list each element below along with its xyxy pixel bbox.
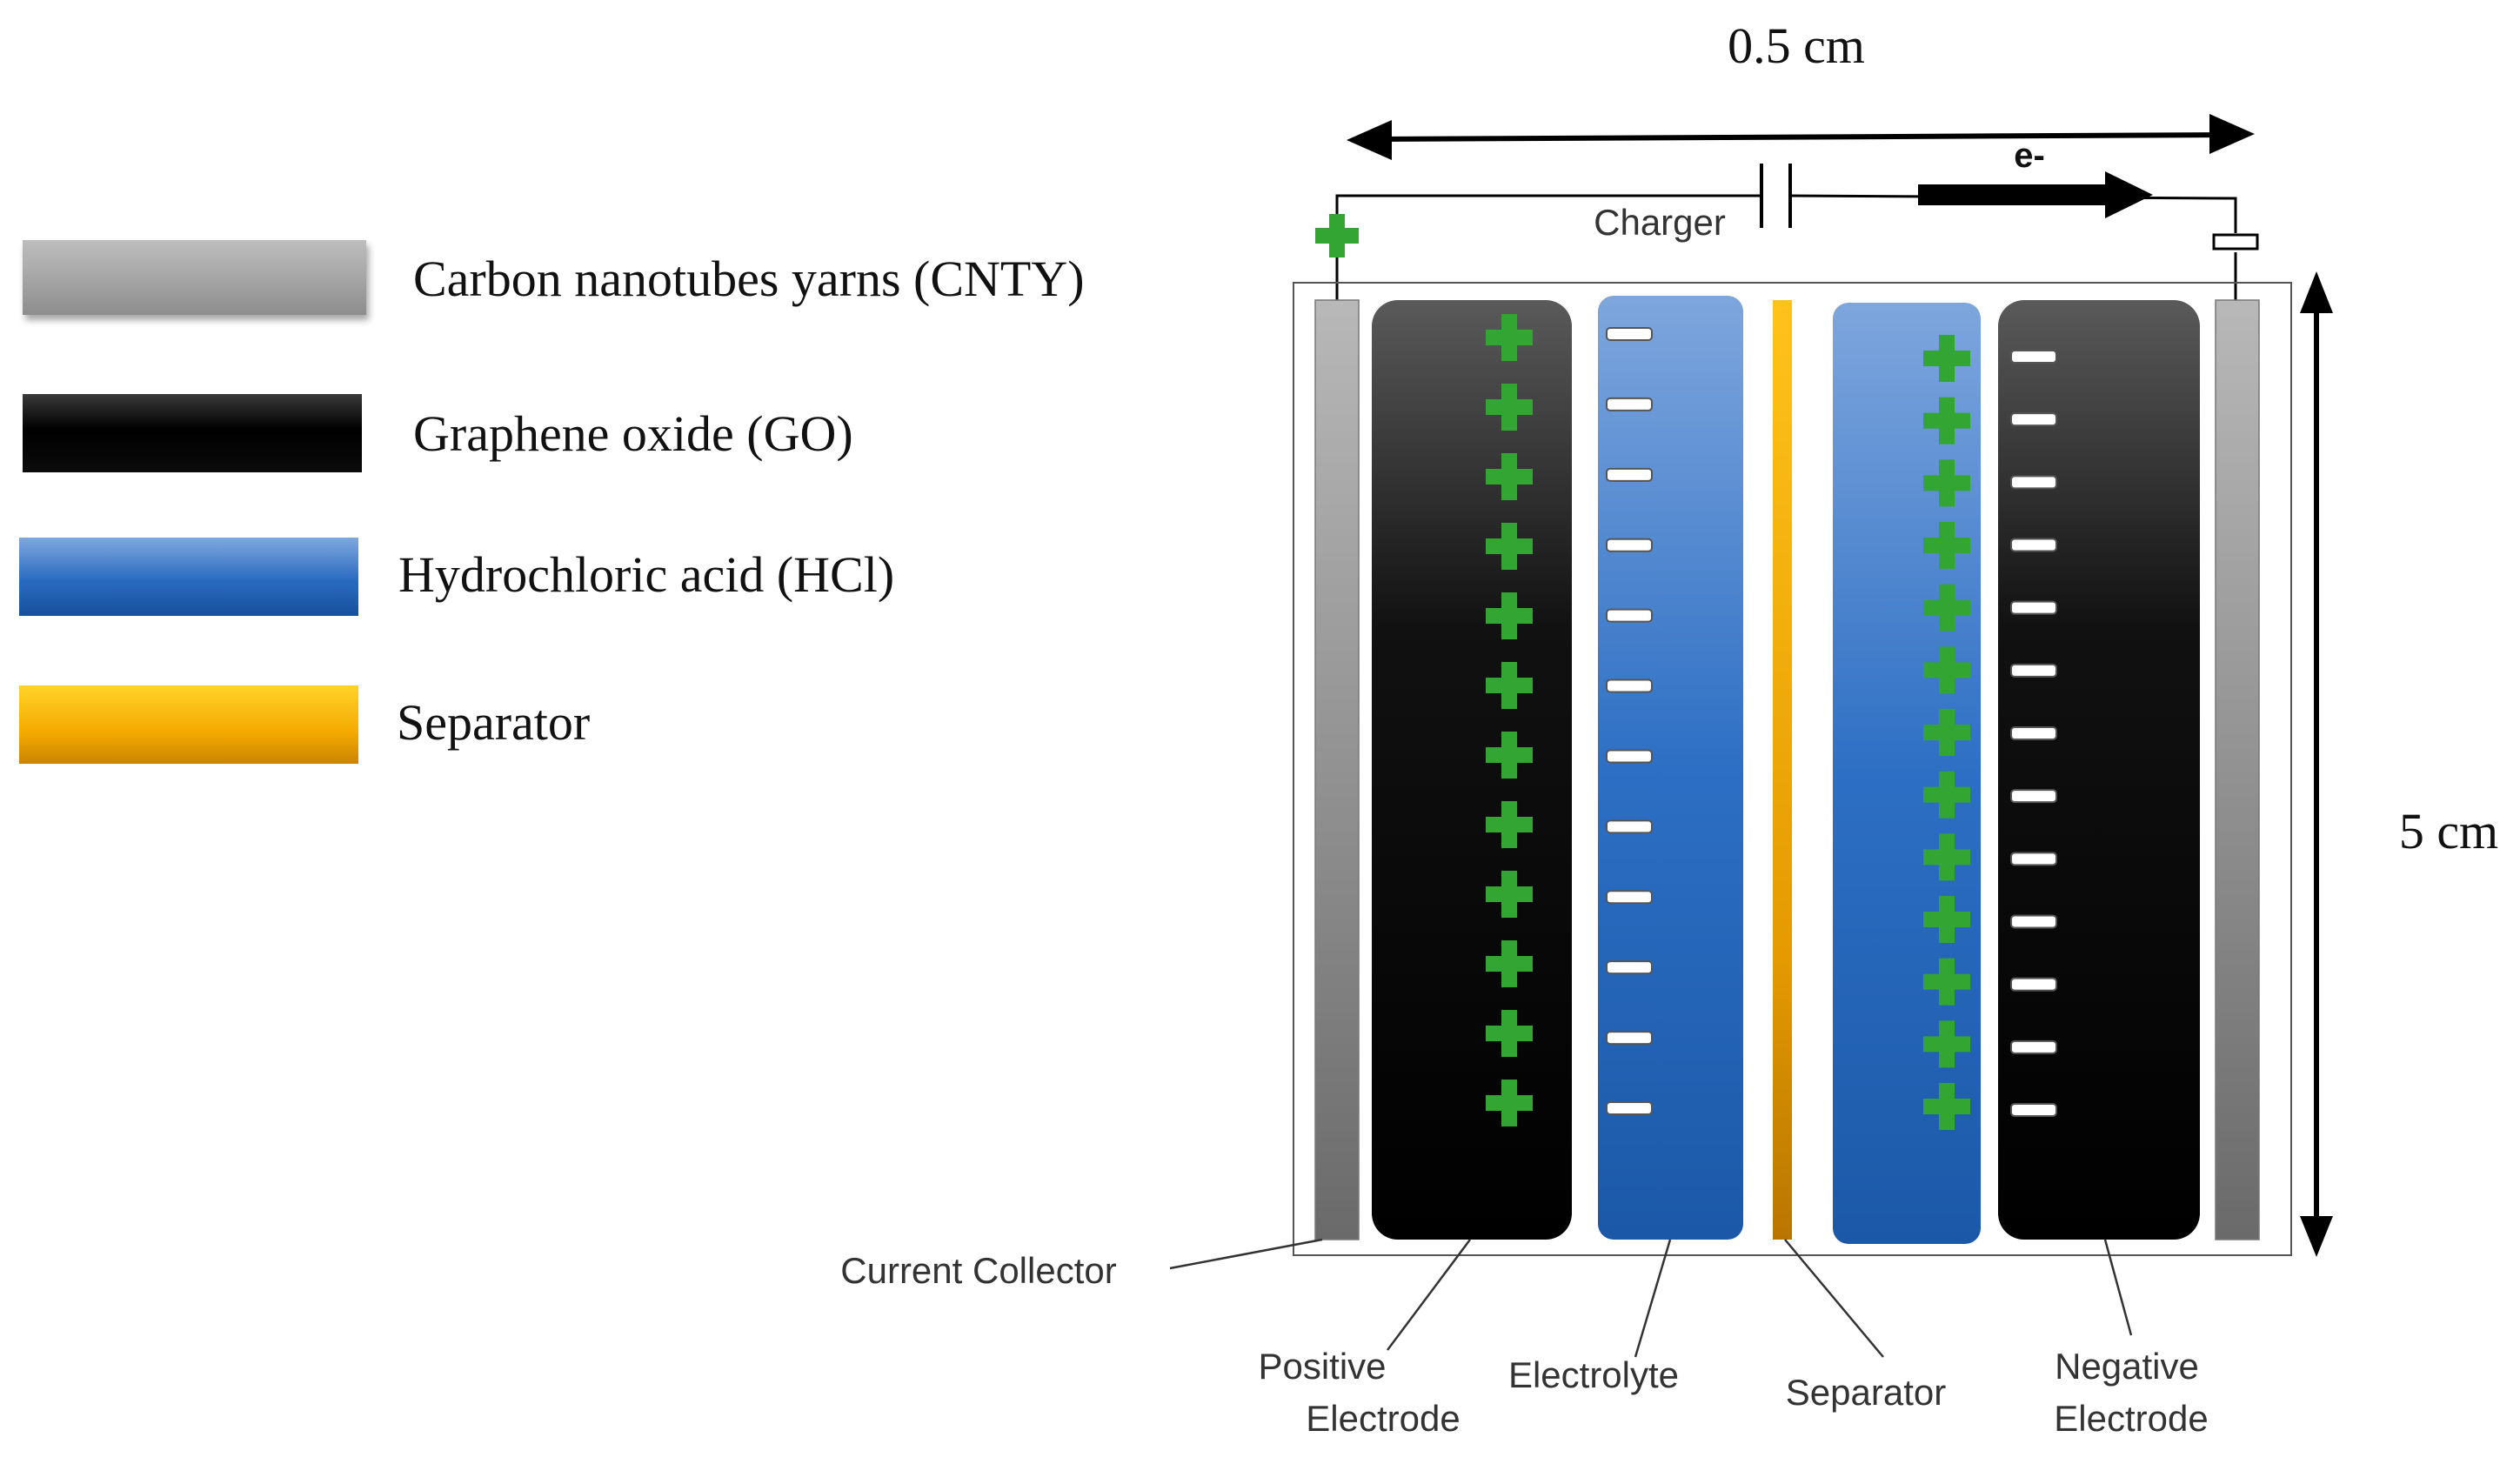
legend-label-hcl: Hydrochloric acid (HCl)	[398, 546, 894, 603]
positive-charge-icon	[1486, 662, 1533, 709]
negative-electrode-label-2: Electrode	[2054, 1398, 2208, 1439]
cell-components	[1314, 296, 2260, 1244]
separator-label: Separator	[1786, 1372, 1946, 1413]
negative-charge-icon	[2010, 538, 2057, 552]
electron-label: e-	[2014, 137, 2045, 175]
legend-swatch-sep	[19, 685, 358, 764]
negative-charge-icon	[1606, 327, 1653, 341]
negative-electrode-label-1: Negative	[2055, 1346, 2199, 1387]
positive-charge-icon	[1923, 397, 1970, 445]
positive-charge-icon	[1486, 1080, 1533, 1126]
negative-charge-icon	[2010, 412, 2057, 427]
height-dimension: 5 cm	[2300, 271, 2498, 1257]
positive-charge-icon	[1923, 958, 1970, 1006]
positive-charge-icon	[1486, 384, 1533, 431]
positive-electrode-label-1: Positive	[1258, 1346, 1386, 1387]
legend-label-sep: Separator	[397, 694, 590, 751]
negative-charge-icon	[2010, 350, 2057, 364]
positive-charge-icon	[1486, 314, 1533, 361]
negative-electrode-pointer	[2103, 1239, 2133, 1336]
width-label: 0.5 cm	[1728, 17, 1865, 74]
electron-flow-arrow-icon	[1918, 171, 2153, 218]
width-arrow-right-head	[2209, 114, 2255, 154]
positive-charge-icon	[1486, 453, 1533, 500]
legend-swatch-cnty	[23, 240, 366, 315]
negative-charge-icon	[1606, 890, 1653, 905]
positive-charge-icon	[1923, 1083, 1970, 1130]
positive-charge-icon	[1923, 646, 1970, 694]
negative-charge-icon	[1606, 608, 1653, 623]
negative-charge-icon	[1606, 1101, 1653, 1115]
negative-charge-icon	[2010, 852, 2057, 866]
positive-charge-icon	[1923, 771, 1970, 819]
electrolyte-label: Electrolyte	[1508, 1354, 1679, 1395]
negative-charge-icon	[1606, 679, 1653, 693]
positive-electrode	[1372, 300, 1572, 1240]
negative-charge-icon	[1606, 467, 1653, 482]
current-collector-left	[1314, 299, 1360, 1240]
positive-charge-icon	[1486, 523, 1533, 570]
charger-label: Charger	[1594, 202, 1726, 243]
legend-label-go: Graphene oxide (GO)	[413, 405, 853, 462]
negative-charge-icon	[2010, 977, 2057, 992]
positive-charge-icon	[1486, 801, 1533, 848]
negative-charge-icon	[1606, 960, 1653, 975]
negative-charge-icon	[2010, 475, 2057, 490]
positive-terminal-icon	[1315, 214, 1359, 257]
positive-charge-icon	[1923, 709, 1970, 756]
negative-charge-icon	[2010, 789, 2057, 804]
negative-charge-icon	[1606, 397, 1653, 411]
negative-charge-icon	[2010, 914, 2057, 929]
negative-charge-icon	[1606, 749, 1653, 764]
positive-charge-icon	[1486, 1010, 1533, 1057]
width-dimension: 0.5 cm	[1347, 17, 2255, 160]
negative-charge-icon	[1606, 819, 1653, 834]
legend-label-cnty: Carbon nanotubes yarns (CNTY)	[413, 251, 1085, 307]
positive-charge-icon	[1923, 896, 1970, 943]
negative-terminal-icon	[2212, 233, 2259, 251]
negative-charge-icon	[1606, 538, 1653, 552]
legend: Carbon nanotubes yarns (CNTY) Graphene o…	[19, 240, 1085, 764]
electrolyte-left	[1598, 296, 1743, 1240]
charges	[1486, 314, 2057, 1130]
electrolyte-pointer	[1634, 1239, 1672, 1358]
legend-swatch-go	[23, 394, 362, 472]
width-arrow-line	[1374, 132, 2236, 142]
positive-electrode-label-2: Electrode	[1306, 1398, 1460, 1439]
positive-charge-icon	[1923, 584, 1970, 632]
separator-pointer	[1784, 1239, 1884, 1358]
positive-charge-icon	[1923, 459, 1970, 507]
positive-charge-icon	[1923, 335, 1970, 382]
current-collector-label: Current Collector	[840, 1250, 1116, 1291]
current-collector-pointer	[1169, 1238, 1323, 1270]
negative-charge-icon	[2010, 663, 2057, 678]
height-arrow-top-head	[2300, 271, 2333, 313]
negative-electrode	[1998, 300, 2200, 1240]
positive-charge-icon	[1486, 871, 1533, 918]
positive-charge-icon	[1486, 592, 1533, 639]
positive-electrode-pointer	[1386, 1239, 1472, 1351]
negative-charge-icon	[2010, 1040, 2057, 1054]
legend-swatch-hcl	[19, 538, 358, 616]
current-collector-right	[2215, 299, 2260, 1240]
charger-circuit: Charger e-	[1315, 137, 2259, 300]
negative-charge-icon	[2010, 1103, 2057, 1117]
height-label: 5 cm	[2399, 803, 2498, 859]
cell-outline	[1293, 282, 2292, 1256]
positive-charge-icon	[1923, 522, 1970, 569]
width-arrow-left-head	[1347, 120, 1392, 160]
negative-charge-icon	[2010, 726, 2057, 740]
positive-charge-icon	[1923, 833, 1970, 881]
positive-charge-icon	[1486, 732, 1533, 779]
negative-charge-icon	[2010, 600, 2057, 615]
separator-strip	[1773, 300, 1792, 1240]
negative-charge-icon	[1606, 1031, 1653, 1046]
callouts: Current Collector Positive Electrode Ele…	[840, 1238, 2209, 1439]
wire-left	[1335, 194, 1761, 300]
height-arrow-bottom-head	[2300, 1216, 2333, 1257]
positive-charge-icon	[1923, 1020, 1970, 1068]
positive-charge-icon	[1486, 940, 1533, 987]
